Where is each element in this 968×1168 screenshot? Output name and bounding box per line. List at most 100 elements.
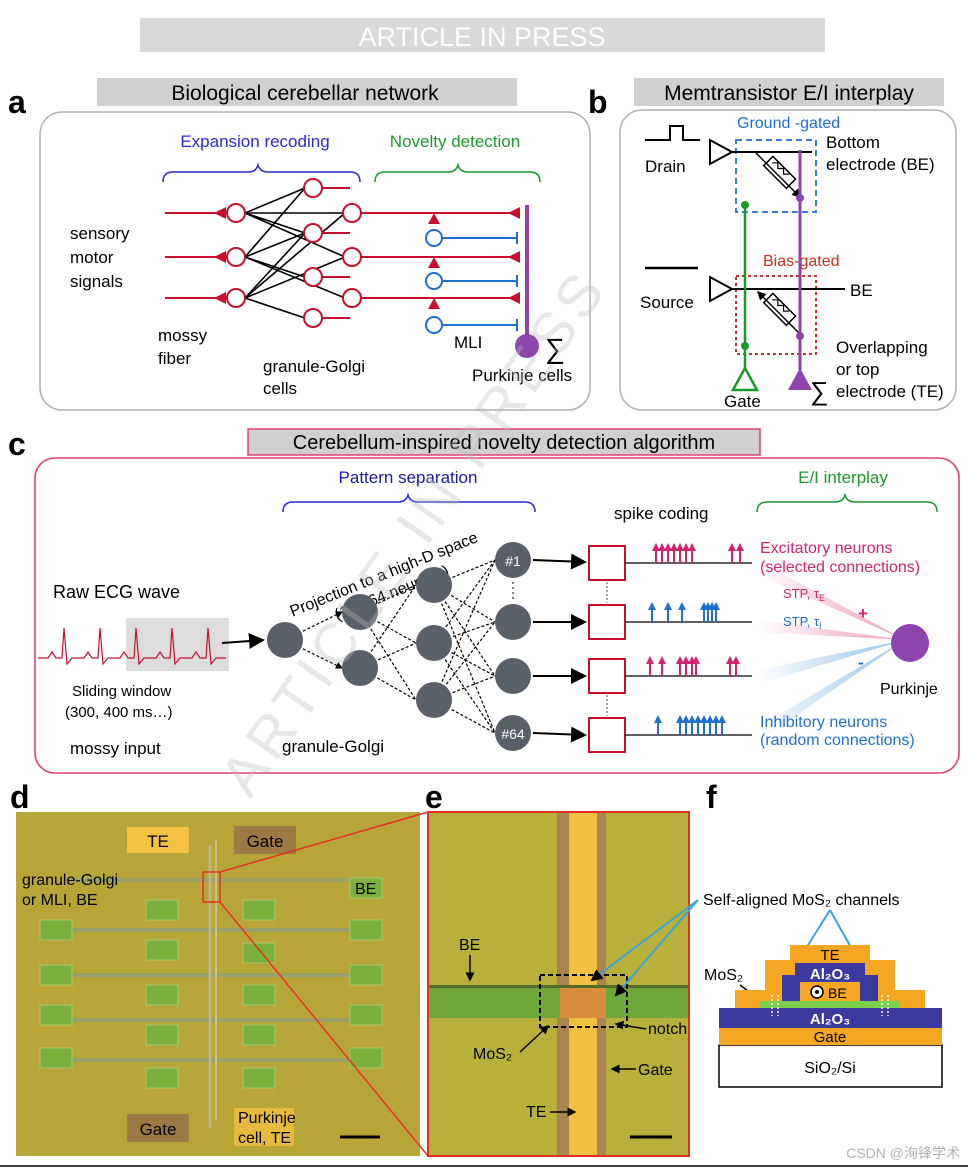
gate-e-label: Gate: [638, 1062, 673, 1079]
te-f-label: TE: [820, 947, 839, 964]
substrate-layer: [718, 1044, 943, 1088]
spike-head: [726, 656, 734, 664]
pattern-label: Pattern separation: [339, 468, 478, 487]
mossy-label: mossy fiber: [158, 326, 212, 368]
gate-label: Gate: [724, 392, 761, 411]
te-node-top: [796, 194, 804, 202]
pattern-brace: [282, 492, 536, 513]
panel-a-frame: [39, 111, 591, 411]
spike-head: [682, 543, 690, 551]
node-64-label: #64: [501, 726, 525, 742]
granule-cells: [226, 178, 362, 328]
notch-arrow: [614, 1020, 647, 1030]
panel-b-title-bg: [634, 78, 944, 106]
spike-head: [682, 656, 690, 664]
spike-baselines: [625, 562, 752, 736]
te-pad-label: TE: [147, 832, 169, 851]
spike-head: [718, 715, 726, 723]
spike-head: [688, 715, 696, 723]
panel-b-title: Memtransistor E/I interplay: [664, 82, 914, 105]
watermark: ARTICLE IN PRESS: [207, 257, 620, 808]
bias-gated-box: [735, 275, 817, 355]
gate-pad-bottom: [127, 1114, 189, 1142]
sliding-window: [126, 618, 229, 671]
purkinje-label: Purkinje cells: [472, 366, 572, 385]
overlapping-label: Overlapping or top electrode (TE): [836, 338, 944, 401]
panel-f-letter: f: [706, 779, 717, 815]
channel-dashes: [771, 995, 889, 1016]
stp-i-label: STP, τI: [783, 614, 821, 631]
spike-head: [736, 543, 744, 551]
te-triangle: [788, 368, 812, 390]
granule-label: granule-Golgi cells: [263, 357, 370, 398]
spike-head: [728, 543, 736, 551]
te-e-label: TE: [526, 1104, 546, 1121]
gate-triangle: [730, 365, 760, 392]
spike-head: [648, 602, 656, 610]
mos2-e-label: MoS₂: [473, 1046, 512, 1063]
mos2-e-arrow: [519, 1024, 550, 1053]
spike-head: [646, 656, 654, 664]
inhibitory-fan-2: [758, 640, 905, 742]
spike-head: [712, 602, 720, 610]
inhibitory-label: Inhibitory neurons (random connections): [760, 714, 915, 749]
purkinje-cell: [515, 334, 539, 358]
csdn-watermark: CSDN @洵锋学术: [846, 1145, 960, 1161]
zoom-line-top: [219, 811, 429, 873]
spike-head: [712, 715, 720, 723]
drain-pulse: [645, 125, 700, 141]
granule-mli-label: granule-Golgi or MLI, BE: [22, 872, 123, 909]
gate-f-label: Gate: [814, 1029, 847, 1046]
bottom-electrode-label: Bottom electrode (BE): [826, 133, 935, 174]
al2o3-bottom-layer: [719, 1008, 942, 1028]
mossy-synapses: [214, 207, 226, 304]
te-pad: [127, 827, 189, 853]
expansion-label: Expansion recoding: [180, 132, 329, 151]
spike-head: [676, 543, 684, 551]
zoom-line-bottom: [219, 901, 429, 1157]
spike-head: [694, 715, 702, 723]
panel-c-frame: [34, 457, 960, 774]
network-nodes: [267, 542, 531, 751]
te-strip: [569, 813, 597, 1155]
self-aligned-label: Self-aligned MoS₂ channels: [703, 892, 900, 909]
purkinje-pad: [234, 1108, 294, 1146]
spike-head: [692, 656, 700, 664]
panel-a-title: Biological cerebellar network: [171, 82, 439, 105]
source-buffer: [709, 275, 735, 303]
ei-brace: [756, 492, 938, 513]
substrate-label: SiO₂/Si: [804, 1060, 856, 1077]
node-1-label: #1: [505, 553, 521, 569]
memristor-bottom: [756, 290, 801, 335]
al2o3-bottom-label: Al₂O₃: [810, 1011, 850, 1028]
panel-d-letter: d: [10, 779, 30, 815]
purkinje-neuron: [891, 624, 929, 662]
spike-trains: [646, 543, 744, 735]
novelty-brace: [374, 162, 541, 183]
overlap-area: [560, 988, 606, 1018]
be-strip-edge: [429, 985, 688, 988]
gate-node-top: [741, 201, 749, 209]
panel-e-letter: e: [425, 779, 443, 815]
te-node-bottom: [796, 332, 804, 340]
banner-text: ARTICLE IN PRESS: [358, 22, 605, 52]
minus-sign: -: [858, 653, 864, 672]
memristor-top: [754, 151, 802, 199]
panel-a-title-bg: [97, 78, 517, 106]
expansion-brace: [162, 162, 361, 183]
banner-bar: [140, 18, 825, 52]
pf-synapses: [428, 207, 520, 309]
excitatory-label: Excitatory neurons (selected connections…: [760, 540, 920, 576]
excitatory-fan-2: [758, 620, 905, 640]
mossy-input-label: mossy input: [70, 739, 161, 758]
mos2-f-label: MoS₂: [704, 967, 743, 984]
panel-c-title-bg: [247, 428, 761, 456]
encoder-arrows: [532, 553, 587, 743]
panel-c-title: Cerebellum-inspired novelty detection al…: [293, 432, 715, 454]
granule-connections: [244, 187, 346, 319]
spike-head: [688, 543, 696, 551]
source-label: Source: [640, 293, 694, 312]
be-label: BE: [850, 281, 873, 300]
panel-c-letter: c: [8, 426, 26, 462]
spike-head: [658, 656, 666, 664]
